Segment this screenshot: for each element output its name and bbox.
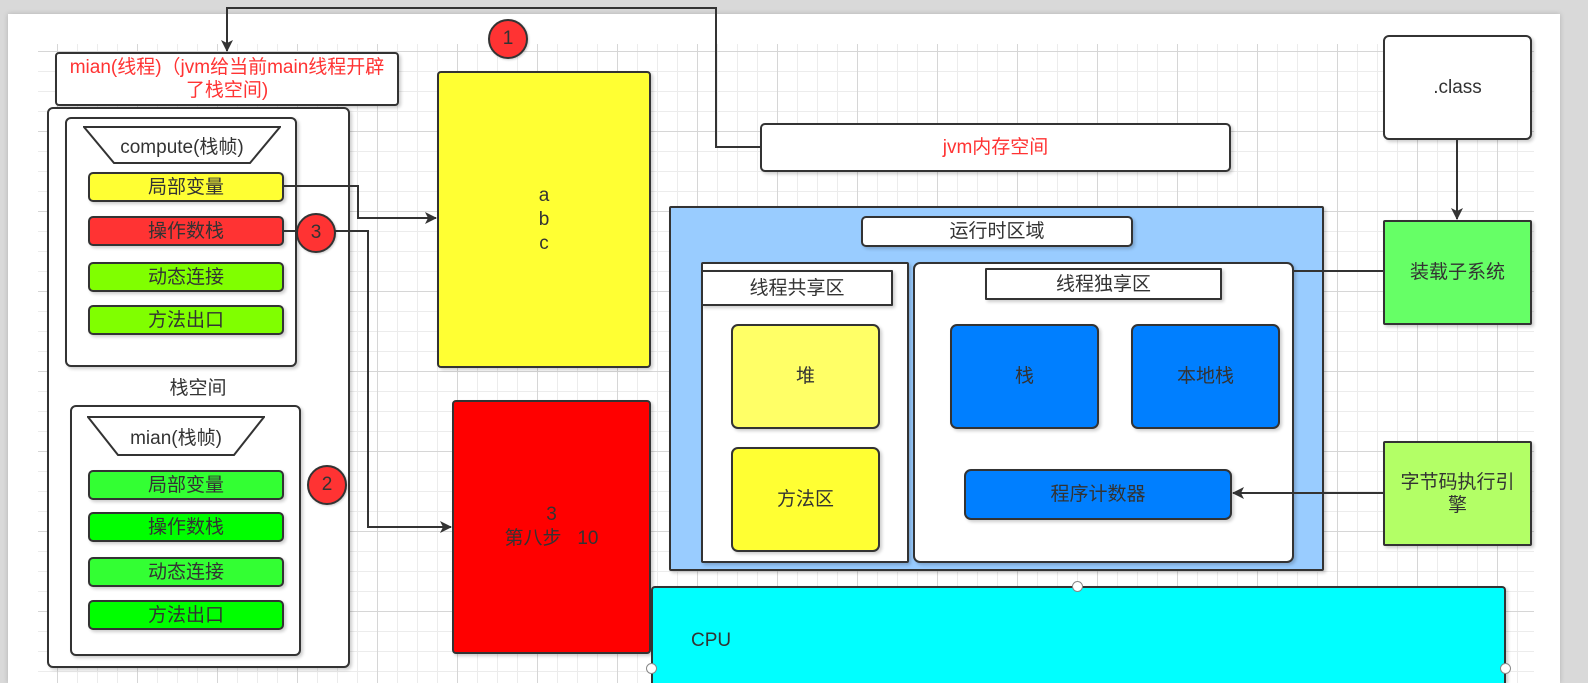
value-line: 3 — [546, 504, 557, 525]
selection-handle[interactable] — [646, 663, 657, 674]
runtime-area-label: 运行时区域 — [949, 221, 1045, 242]
cpu-label: CPU — [691, 630, 732, 651]
compute-dynamic-linking[interactable]: 动态连接 — [88, 262, 284, 292]
stack-box[interactable]: 栈 — [950, 324, 1099, 429]
method-area-box[interactable]: 方法区 — [731, 447, 880, 552]
compute-frame-header[interactable]: compute(栈帧) — [83, 126, 281, 164]
compute-operand-stack[interactable]: 操作数栈 — [88, 216, 284, 246]
item-label: 动态连接 — [147, 561, 224, 583]
step-marker-label: 3 — [310, 222, 322, 243]
main-frame-title: mian(栈帧) — [130, 427, 222, 449]
heap-label: 堆 — [795, 366, 815, 387]
class-file-label: .class — [1433, 77, 1482, 98]
step-marker-2[interactable]: 2 — [307, 465, 347, 505]
operand-values-text: 3 第八步 10 — [505, 503, 599, 551]
compute-local-variables[interactable]: 局部变量 — [88, 172, 284, 202]
class-file-box[interactable]: .class — [1383, 35, 1532, 140]
shared-region-label: 线程共享区 — [749, 277, 845, 299]
selection-handle[interactable] — [1072, 581, 1083, 592]
main-thread-box[interactable]: mian(线程)（jvm给当前main线程开辟了栈空间) — [55, 52, 399, 106]
program-counter-box[interactable]: 程序计数器 — [964, 469, 1232, 520]
execution-engine-label: 字节码执行引擎 — [1400, 471, 1515, 516]
item-label: 局部变量 — [147, 176, 224, 198]
heap-box[interactable]: 堆 — [731, 324, 880, 429]
main-operand-stack[interactable]: 操作数栈 — [88, 512, 284, 542]
item-label: 操作数栈 — [147, 220, 224, 242]
class-loader-box[interactable]: 装载子系统 — [1383, 220, 1532, 325]
execution-engine-box[interactable]: 字节码执行引擎 — [1383, 441, 1532, 546]
program-counter-label: 程序计数器 — [1050, 484, 1146, 505]
item-label: 方法出口 — [147, 309, 224, 331]
value-line: a — [538, 184, 550, 206]
operand-values-box[interactable]: 3 第八步 10 — [452, 400, 651, 654]
step-marker-label: 1 — [502, 28, 514, 49]
trapezoid-shape — [87, 416, 265, 456]
compute-method-exit[interactable]: 方法出口 — [88, 305, 284, 335]
local-values-text: a b c — [539, 184, 550, 256]
selection-handle[interactable] — [1500, 663, 1511, 674]
main-local-variables[interactable]: 局部变量 — [88, 470, 284, 500]
native-stack-box[interactable]: 本地栈 — [1131, 324, 1280, 429]
jvm-memory-box[interactable]: jvm内存空间 — [760, 123, 1231, 172]
class-loader-label: 装载子系统 — [1409, 262, 1505, 283]
value-line: b — [538, 208, 550, 230]
step-marker-label: 2 — [321, 474, 333, 495]
private-region-label-box[interactable]: 线程独享区 — [985, 268, 1222, 300]
step-marker-3[interactable]: 3 — [296, 213, 336, 253]
main-frame-header[interactable]: mian(栈帧) — [87, 416, 265, 456]
native-stack-label: 本地栈 — [1176, 366, 1234, 387]
value-line: 第八步 10 — [504, 528, 599, 549]
stack-label: 栈 — [1014, 366, 1034, 387]
main-dynamic-linking[interactable]: 动态连接 — [88, 557, 284, 587]
item-label: 操作数栈 — [147, 516, 224, 538]
private-region-label: 线程独享区 — [1055, 273, 1151, 295]
main-thread-label: mian(线程)（jvm给当前main线程开辟了栈空间) — [69, 57, 385, 101]
cpu-box[interactable]: CPU — [651, 586, 1506, 683]
jvm-memory-label: jvm内存空间 — [942, 137, 1049, 158]
stack-space-label: 栈空间 — [169, 377, 227, 399]
compute-frame-title: compute(栈帧) — [120, 136, 244, 158]
item-label: 动态连接 — [147, 266, 224, 288]
local-values-box[interactable]: a b c — [437, 71, 651, 368]
value-line: c — [539, 232, 549, 254]
main-method-exit[interactable]: 方法出口 — [88, 600, 284, 630]
step-marker-1[interactable]: 1 — [488, 19, 528, 59]
item-label: 方法出口 — [147, 604, 224, 626]
item-label: 局部变量 — [147, 474, 224, 496]
shared-region-label-box[interactable]: 线程共享区 — [701, 270, 893, 306]
method-area-label: 方法区 — [776, 489, 834, 510]
runtime-area-label-box[interactable]: 运行时区域 — [861, 216, 1133, 247]
